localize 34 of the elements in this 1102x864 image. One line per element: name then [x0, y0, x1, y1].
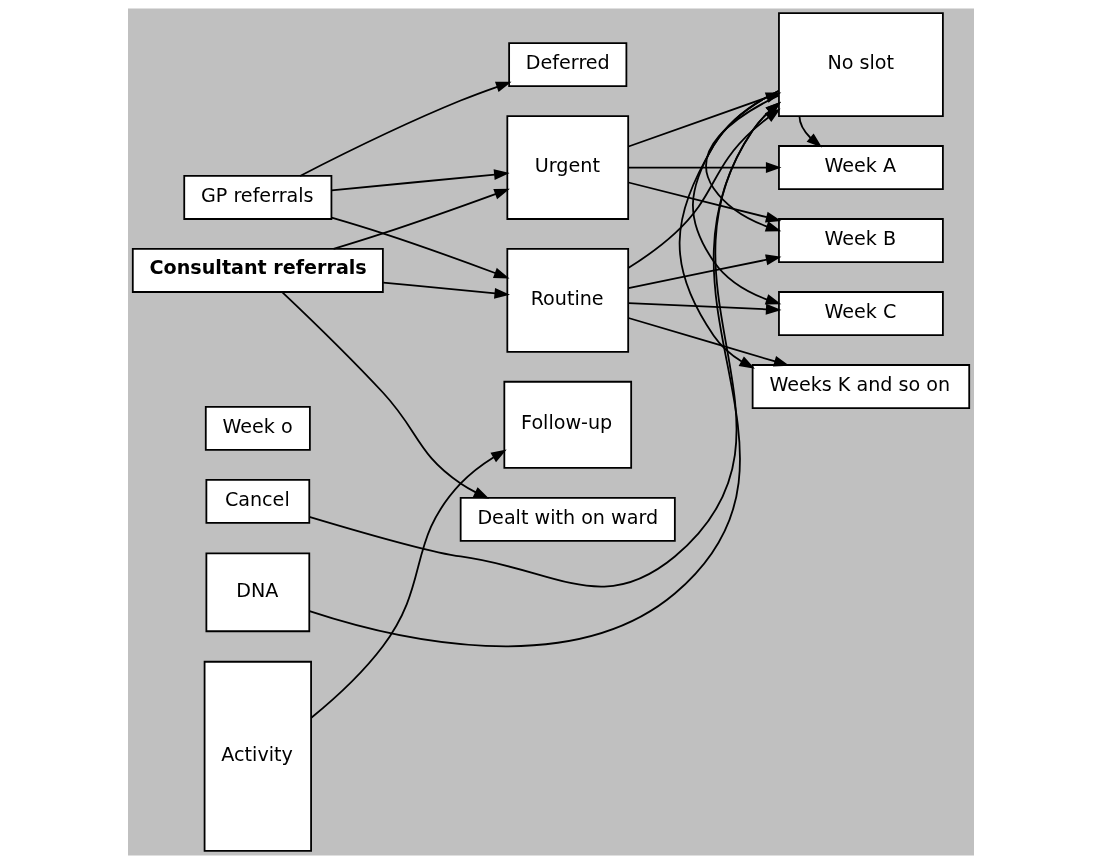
node-box: Dealt with on ward: [459, 496, 676, 542]
arrow: [330, 216, 510, 279]
node-box: Week A: [778, 145, 944, 190]
node-box: No slot: [778, 12, 944, 117]
arrow: [705, 94, 782, 232]
arrow: [627, 162, 782, 173]
node-box: Weeks K and so on: [751, 364, 971, 409]
arrow: [299, 81, 512, 177]
arrow: [692, 89, 782, 305]
node-box: Consultant referrals: [131, 248, 384, 293]
arrow: [627, 254, 782, 289]
node-box: Deferred: [508, 42, 628, 88]
arrow: [627, 302, 782, 315]
arrow: [627, 108, 781, 269]
arrow: [310, 449, 507, 719]
arrow: [627, 92, 782, 148]
arrow: [281, 291, 490, 499]
arrow: [627, 181, 782, 223]
node-box: DNA: [205, 552, 311, 633]
node-box: Week o: [204, 405, 311, 451]
node-box: Activity: [203, 660, 312, 852]
node-box: Week B: [778, 218, 944, 263]
node-box: Follow-up: [503, 380, 633, 469]
node-box: GP referrals: [183, 175, 333, 220]
arrow: [382, 281, 510, 299]
arrow: [330, 169, 510, 192]
arrow: [798, 115, 823, 148]
node-box: Cancel: [205, 478, 311, 524]
arrow: [332, 188, 510, 250]
node-box: Routine: [506, 248, 630, 353]
arrow: [627, 317, 790, 367]
node-box: Week C: [778, 291, 944, 336]
arrow: [678, 89, 780, 369]
node-box: Urgent: [506, 115, 630, 220]
